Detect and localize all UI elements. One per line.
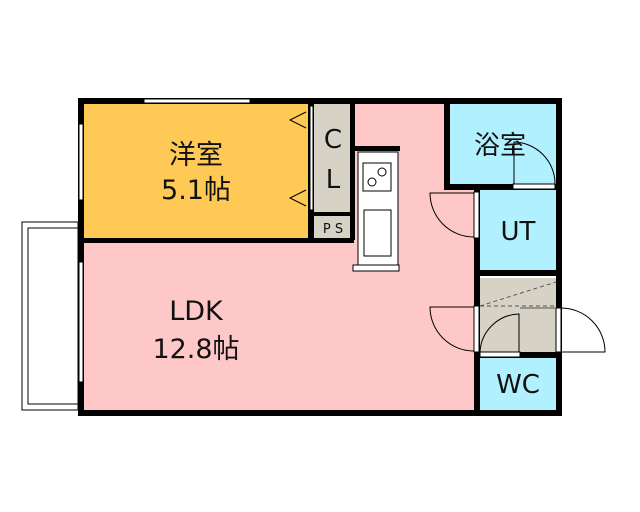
toilet-label: WC (496, 370, 540, 400)
utility-room (480, 190, 556, 272)
windows (78, 98, 314, 383)
closet-label-l: L (326, 165, 341, 195)
western-room-name: 洋室 (169, 140, 223, 171)
toilet (480, 358, 556, 410)
closet (314, 104, 352, 212)
entrance (480, 278, 556, 354)
closet-door-icon (288, 111, 307, 129)
kitchen-counter (352, 151, 400, 272)
utility-room-label: UT (501, 217, 536, 247)
balcony (21, 221, 79, 411)
closet-door-icon (288, 189, 307, 207)
ldk-size: 12.8帖 (152, 334, 239, 365)
sink-icon (363, 209, 392, 257)
stove-burner-icon (377, 167, 387, 177)
western-room-size: 5.1帖 (161, 175, 231, 206)
pipe-space (314, 216, 352, 238)
stove-burner-icon (367, 177, 377, 187)
ldk-area (84, 240, 476, 410)
doors (429, 141, 606, 358)
closet-label-c: C (324, 125, 342, 155)
ldk-name: LDK (169, 296, 224, 327)
western-room (84, 104, 310, 240)
bathroom (450, 104, 556, 184)
pipe-space-label: P S (323, 222, 343, 237)
bathroom-label: 浴室 (474, 131, 526, 161)
